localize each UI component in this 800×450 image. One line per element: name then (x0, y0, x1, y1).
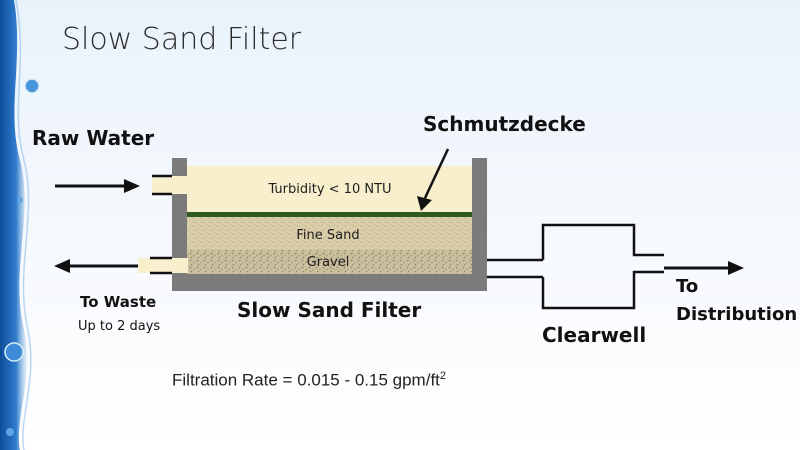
ribbon-decoration (0, 0, 27, 450)
schmutzdecke-arrowhead (417, 196, 432, 211)
slow-sand-filter-label: Slow Sand Filter (237, 298, 422, 322)
gravel-layer (187, 250, 472, 274)
droplet-icon (24, 78, 40, 94)
fine-sand-label: Fine Sand (296, 228, 360, 243)
to-label: To (676, 276, 699, 297)
slide-title: Slow Sand Filter (62, 22, 302, 57)
droplet-icon (6, 428, 14, 436)
distribution-label: Distribution (676, 304, 798, 325)
waste-pipe (138, 258, 188, 273)
tank-right-wall (472, 158, 487, 291)
schmutzdecke-arrow (423, 148, 450, 199)
clearwell-tank (541, 223, 664, 310)
clearwell-label: Clearwell (542, 323, 647, 347)
waste-arrowhead (54, 259, 70, 273)
inlet-pipe (152, 176, 188, 194)
tank-bottom (172, 274, 487, 291)
schmutzdecke-label: Schmutzdecke (423, 112, 586, 136)
raw-water-arrowhead (124, 179, 140, 193)
fine-sand-layer (187, 217, 472, 250)
ribbon-highlight (15, 0, 32, 450)
turbidity-label: Turbidity < 10 NTU (268, 182, 392, 197)
raw-water-label: Raw Water (32, 126, 155, 150)
gravel-label: Gravel (306, 255, 350, 270)
to-waste-label: To Waste (80, 293, 157, 311)
distribution-arrowhead (728, 261, 744, 275)
filtration-rate-text: Filtration Rate = 0.015 - 0.15 gpm/ft2 (172, 370, 446, 391)
schmutzdecke-layer (187, 212, 472, 217)
filtration-rate-value: Filtration Rate = 0.015 - 0.15 gpm/ft (172, 370, 440, 390)
filtration-rate-exponent: 2 (439, 370, 447, 382)
droplet-icon (17, 197, 23, 203)
droplet-icon (4, 342, 24, 362)
retention-time-label: Up to 2 days (78, 319, 161, 334)
